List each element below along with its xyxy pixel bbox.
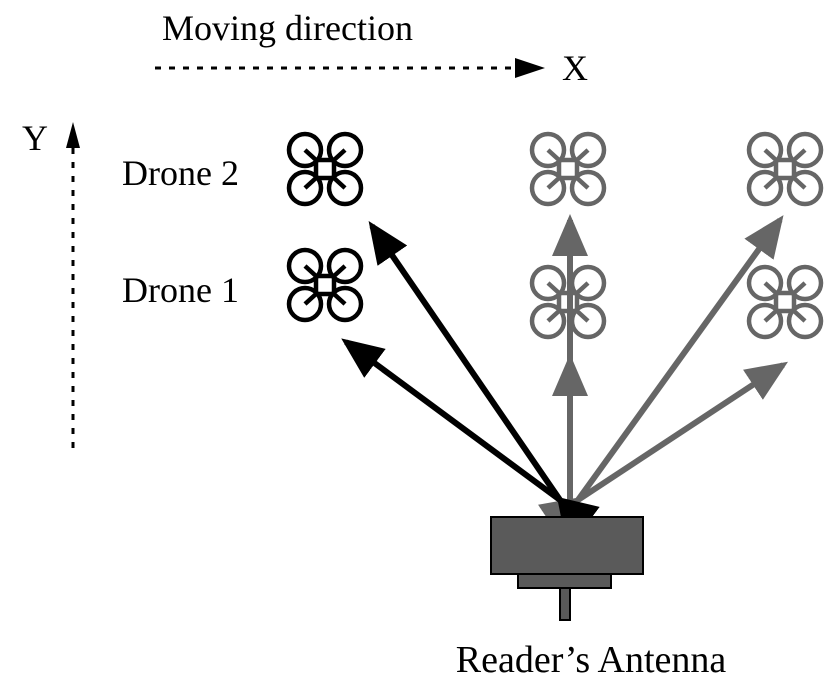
arrow-to-drone-1 [341, 338, 600, 536]
arrow-to-ghost-2-pos3 [575, 215, 784, 502]
antenna-label: Reader’s Antenna [456, 639, 727, 681]
moving-direction-label: Moving direction [162, 8, 413, 48]
drone-2-quadcopter-icon [289, 134, 361, 204]
ghost-drone-1-pos3-quadcopter-icon [749, 267, 821, 337]
drone-1-quadcopter-icon [289, 250, 361, 320]
active-signal-arrows [341, 221, 600, 540]
y-axis-label: Y [22, 118, 48, 158]
ghost-signal-arrows [538, 214, 789, 536]
x-axis-label: X [562, 48, 588, 88]
drone-2-label: Drone 2 [122, 153, 239, 193]
x-axis-arrow [155, 58, 545, 78]
antenna-icon [490, 516, 644, 621]
arrow-to-drone-2 [368, 221, 596, 540]
ghost-drone-2-pos2-quadcopter-icon [532, 134, 604, 204]
drone-1-label: Drone 1 [122, 270, 239, 310]
arrow-to-ghost-1-pos3 [538, 361, 789, 535]
ghost-drone-2-pos3-quadcopter-icon [749, 134, 821, 204]
y-axis-arrow [66, 122, 80, 455]
